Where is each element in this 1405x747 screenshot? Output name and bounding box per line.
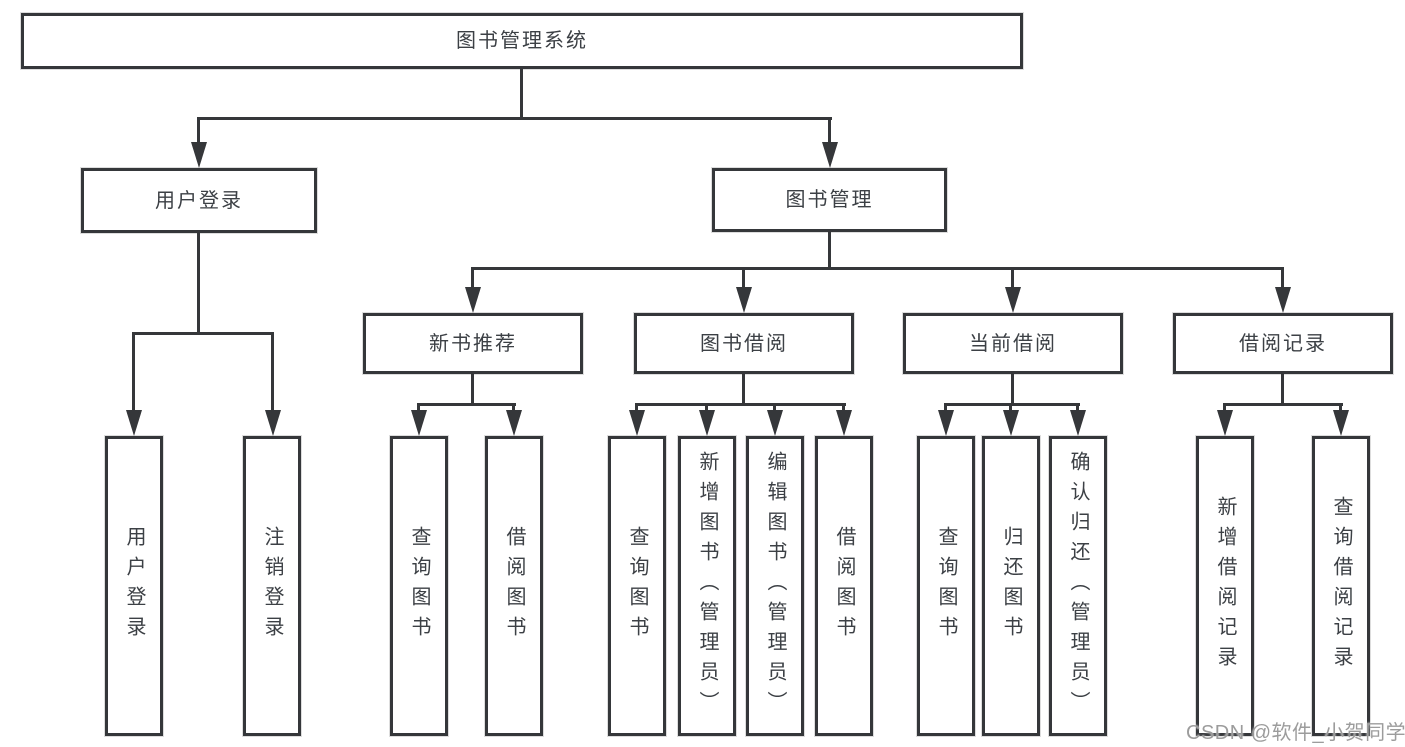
node-book-management: 图书管理	[712, 168, 947, 232]
connector-bookmgmt-bar	[472, 267, 1284, 270]
leaf-edit-book-admin: 编辑图书（管理员）	[746, 436, 804, 736]
connector-newbook-stem	[471, 374, 474, 404]
connector-bookmgmt-drop-4	[1281, 267, 1284, 290]
node-label: 查询图书	[935, 526, 957, 646]
node-label: 查询图书	[626, 526, 648, 646]
node-label: 用户登录	[155, 189, 243, 212]
leaf-add-book-admin: 新增图书（管理员）	[678, 436, 736, 736]
arrowhead-down	[1003, 410, 1019, 436]
connector-root-bar	[198, 117, 832, 120]
connector-borrow-stem	[742, 374, 745, 404]
connector-records-bar	[1223, 403, 1343, 406]
node-label: 借阅记录	[1239, 332, 1327, 355]
connector-current-drop-2	[1009, 403, 1012, 412]
connector-current-bar	[944, 403, 1080, 406]
node-root: 图书管理系统	[21, 13, 1023, 69]
connector-newbook-drop-2	[512, 403, 515, 412]
arrowhead-down	[699, 410, 715, 436]
node-label: 图书管理	[785, 189, 874, 211]
connector-root-drop-right	[828, 117, 831, 145]
leaf-return-book: 归还图书	[982, 436, 1040, 736]
leaf-user-login: 用户登录	[105, 436, 163, 736]
arrowhead-down	[836, 410, 852, 436]
leaf-logout: 注销登录	[243, 436, 301, 736]
connector-bookmgmt-stem	[828, 232, 831, 268]
connector-borrow-drop-4	[842, 403, 845, 412]
node-new-book-recommend: 新书推荐	[363, 313, 583, 374]
arrowhead-down	[822, 142, 838, 168]
arrowhead-down	[1005, 287, 1021, 313]
connector-userlogin-stem	[197, 233, 200, 333]
connector-current-drop-3	[1076, 403, 1079, 412]
connector-records-drop-1	[1223, 403, 1226, 412]
arrowhead-down	[1217, 410, 1233, 436]
watermark: CSDN @软件_小贺同学	[1186, 722, 1405, 744]
node-label: 借阅图书	[503, 526, 525, 646]
connector-root-drop-left	[197, 117, 200, 145]
arrowhead-down	[411, 410, 427, 436]
arrowhead-down	[1070, 410, 1086, 436]
arrowhead-down	[465, 287, 481, 313]
node-label: 查询借阅记录	[1330, 496, 1352, 676]
node-label: 编辑图书（管理员）	[764, 451, 786, 721]
connector-bookmgmt-drop-3	[1011, 267, 1014, 290]
connector-records-drop-2	[1339, 403, 1342, 412]
node-user-login: 用户登录	[81, 168, 317, 233]
node-borrowing-records: 借阅记录	[1173, 313, 1393, 374]
node-label: 注销登录	[261, 526, 283, 646]
leaf-query-books-1: 查询图书	[390, 436, 448, 736]
leaf-borrow-books-1: 借阅图书	[485, 436, 543, 736]
arrowhead-down	[1333, 410, 1349, 436]
node-book-borrowing: 图书借阅	[634, 313, 854, 374]
connector-userlogin-bar	[133, 332, 274, 335]
arrowhead-down	[126, 410, 142, 436]
arrowhead-down	[767, 410, 783, 436]
leaf-add-borrow-record: 新增借阅记录	[1196, 436, 1254, 736]
leaf-confirm-return-admin: 确认归还（管理员）	[1049, 436, 1107, 736]
leaf-query-books-2: 查询图书	[608, 436, 666, 736]
connector-userlogin-drop-1	[132, 332, 135, 412]
node-label: 借阅图书	[833, 526, 855, 646]
leaf-borrow-books-2: 借阅图书	[815, 436, 873, 736]
connector-bookmgmt-drop-2	[742, 267, 745, 290]
connector-current-drop-1	[944, 403, 947, 412]
node-current-borrowing: 当前借阅	[903, 313, 1123, 374]
connector-borrow-drop-2	[705, 403, 708, 412]
node-label: 归还图书	[1000, 526, 1022, 646]
connector-userlogin-drop-2	[271, 332, 274, 412]
arrowhead-down	[506, 410, 522, 436]
arrowhead-down	[736, 287, 752, 313]
arrowhead-down	[938, 410, 954, 436]
connector-newbook-bar	[417, 403, 516, 406]
node-label: 用户登录	[123, 526, 145, 646]
connector-records-stem	[1281, 374, 1284, 404]
connector-borrow-drop-3	[773, 403, 776, 412]
node-label: 新增借阅记录	[1214, 496, 1236, 676]
connector-newbook-drop-1	[417, 403, 420, 412]
node-label: 确认归还（管理员）	[1067, 451, 1089, 721]
arrowhead-down	[265, 410, 281, 436]
arrowhead-down	[191, 142, 207, 168]
arrowhead-down	[1275, 287, 1291, 313]
connector-current-stem	[1011, 374, 1014, 404]
connector-root-stem	[520, 69, 523, 118]
node-label: 图书管理系统	[456, 30, 588, 52]
node-label: 新书推荐	[429, 332, 517, 355]
leaf-query-books-3: 查询图书	[917, 436, 975, 736]
connector-bookmgmt-drop-1	[471, 267, 474, 290]
connector-borrow-bar	[635, 403, 846, 406]
node-label: 当前借阅	[969, 332, 1057, 355]
node-label: 查询图书	[408, 526, 430, 646]
arrowhead-down	[629, 410, 645, 436]
leaf-query-borrow-record: 查询借阅记录	[1312, 436, 1370, 736]
connector-borrow-drop-1	[635, 403, 638, 412]
node-label: 新增图书（管理员）	[696, 451, 718, 721]
node-label: 图书借阅	[700, 332, 788, 355]
